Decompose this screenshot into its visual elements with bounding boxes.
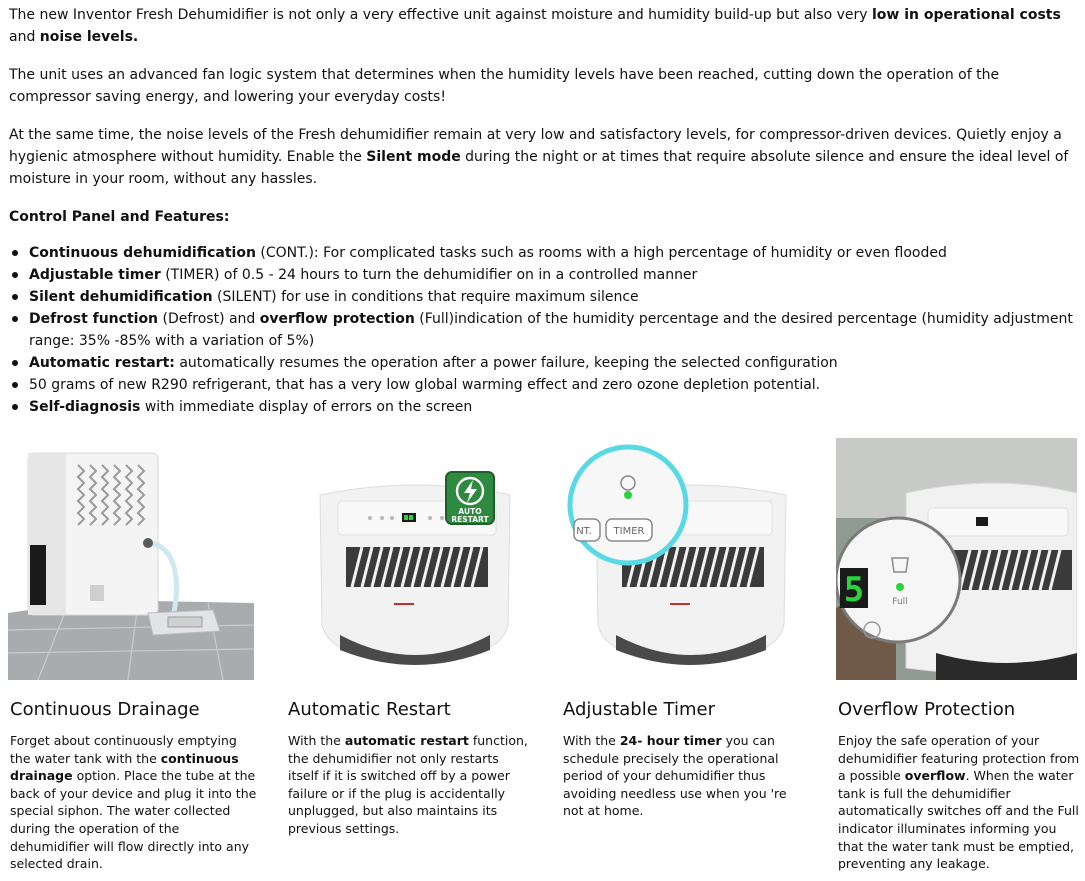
feature-item: 50 grams of new R290 refrigerant, that h…	[12, 374, 1077, 396]
feature-item: Automatic restart: automatically resumes…	[12, 352, 1077, 374]
column-text: you can schedule precisely the operation…	[563, 733, 787, 819]
cont-button-label: NT.	[576, 526, 592, 537]
auto-badge-line1: AUTO	[458, 507, 481, 516]
feature-text: (Defrost) and	[158, 311, 260, 327]
column-text: Forget about continuously emptying the w…	[10, 733, 237, 766]
intro-text: during the night or at times that requir…	[9, 149, 1069, 187]
feature-bold: Adjustable timer	[29, 267, 161, 283]
feature-images: AUTO RESTART	[0, 435, 1085, 685]
feature-bold: Defrost function	[29, 311, 159, 327]
column-body: With the 24- hour timer you can schedule…	[563, 732, 808, 820]
timer-illustration: TIMER NT.	[566, 435, 816, 680]
feature-list: Continuous dehumidification (CONT.): For…	[9, 242, 1077, 418]
column-automatic-restart: Automatic Restart With the automatic res…	[288, 698, 533, 838]
overflow-illustration: 5 Full	[836, 438, 1077, 680]
intro-paragraph-1: The new Inventor Fresh Dehumidifier is n…	[9, 4, 1077, 48]
full-indicator-label: Full	[892, 597, 907, 607]
feature-item: Self-diagnosis with immediate display of…	[12, 396, 1077, 418]
column-bold: 24- hour timer	[619, 733, 722, 748]
column-text: With the	[288, 733, 345, 748]
column-title: Overflow Protection	[838, 699, 1016, 720]
feature-text: with immediate display of errors on the …	[140, 399, 473, 415]
feature-text: (TIMER) of 0.5 - 24 hours to turn the de…	[160, 267, 698, 283]
intro-text: and	[9, 29, 40, 45]
feature-text: (Full)indication of the humidity percent…	[29, 311, 1073, 349]
intro-bold: noise levels.	[39, 29, 139, 45]
column-text: With the	[563, 733, 620, 748]
timer-button-label: TIMER	[613, 526, 645, 537]
column-text: function, the dehumidifier not only rest…	[288, 733, 528, 836]
intro-bold: Silent mode	[366, 149, 461, 165]
column-title: Adjustable Timer	[563, 699, 715, 720]
feature-text: 50 grams of new R290 refrigerant, that h…	[29, 377, 821, 393]
drainage-image	[8, 435, 254, 680]
column-body: With the automatic restart function, the…	[288, 732, 533, 838]
drainage-illustration	[8, 435, 254, 680]
feature-item: Adjustable timer (TIMER) of 0.5 - 24 hou…	[12, 264, 1077, 286]
column-title: Automatic Restart	[288, 699, 451, 720]
feature-bold: Self-diagnosis	[29, 399, 141, 415]
intro-text: At the same time, the noise levels of th…	[9, 127, 1062, 165]
column-text: option. Place the tube at the back of yo…	[10, 768, 257, 872]
intro-text: The new Inventor Fresh Dehumidifier is n…	[9, 7, 872, 23]
feature-bold: Silent dehumidification	[29, 289, 213, 305]
feature-item: Continuous dehumidification (CONT.): For…	[12, 242, 1077, 264]
auto-restart-illustration: AUTO RESTART	[290, 435, 540, 680]
column-text: . When the water tank is full the dehumi…	[838, 768, 1079, 872]
intro-bold: low in operational costs	[872, 7, 1061, 23]
feature-text: (CONT.): For complicated tasks such as r…	[255, 245, 947, 261]
control-panel-title: Control Panel and Features:	[9, 209, 230, 225]
column-overflow-protection: Overflow Protection Enjoy the safe opera…	[838, 698, 1083, 873]
auto-badge-line2: RESTART	[451, 515, 489, 524]
column-bold: continuous drainage	[10, 750, 239, 784]
column-body: Enjoy the safe operation of your dehumid…	[838, 732, 1083, 873]
display-digit: 5	[844, 570, 864, 610]
intro-paragraph-3: At the same time, the noise levels of th…	[9, 124, 1077, 190]
auto-restart-image: AUTO RESTART	[290, 435, 540, 680]
column-bold: automatic restart	[344, 733, 469, 748]
feature-bold: overflow protection	[259, 311, 415, 327]
column-text: Enjoy the safe operation of your dehumid…	[838, 733, 1080, 784]
feature-bold: Continuous dehumidification	[29, 245, 256, 261]
feature-text: automatically resumes the operation afte…	[174, 355, 838, 371]
feature-item: Silent dehumidification (SILENT) for use…	[12, 286, 1077, 308]
feature-bold: Automatic restart:	[29, 355, 175, 371]
intro-paragraph-2: The unit uses an advanced fan logic syst…	[9, 67, 1000, 105]
column-title: Continuous Drainage	[10, 699, 200, 720]
column-body: Forget about continuously emptying the w…	[10, 732, 258, 873]
timer-image: TIMER NT.	[566, 435, 816, 680]
column-continuous-drainage: Continuous Drainage Forget about continu…	[10, 698, 258, 873]
overflow-image: 5 Full	[836, 438, 1077, 680]
feature-item: Defrost function (Defrost) and overflow …	[12, 308, 1077, 352]
column-adjustable-timer: Adjustable Timer With the 24- hour timer…	[563, 698, 808, 820]
feature-text: (SILENT) for use in conditions that requ…	[212, 289, 639, 305]
intro-section: The new Inventor Fresh Dehumidifier is n…	[9, 4, 1077, 418]
column-bold: overflow	[904, 768, 966, 784]
